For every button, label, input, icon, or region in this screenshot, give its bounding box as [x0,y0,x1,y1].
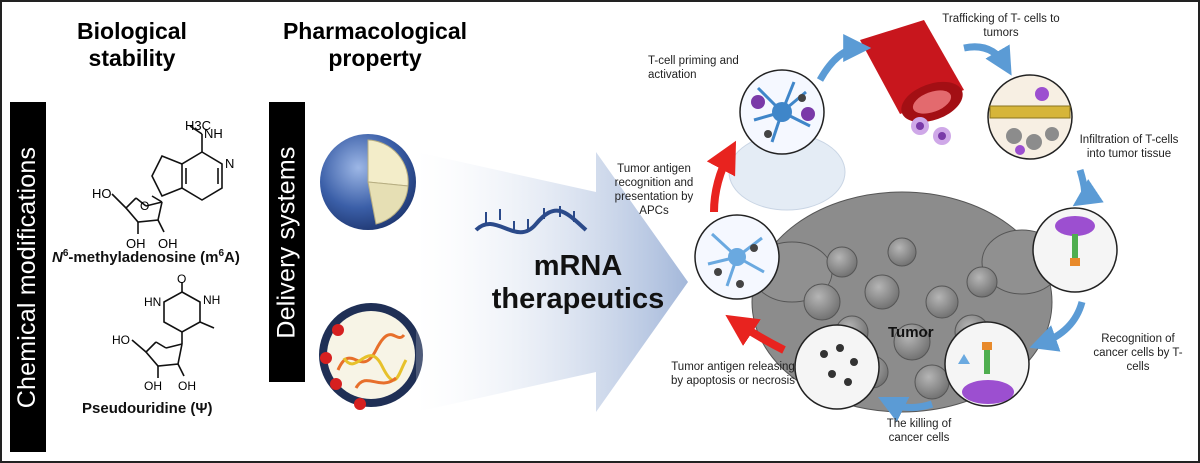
mrna-therapeutics-label: mRNA therapeutics [478,250,678,316]
arrow-recognition-to-killing [877,396,934,423]
m6a-atom-oh2: OH [158,236,178,251]
psi-atom-hn: HN [144,295,161,309]
chemical-modifications-bar: Chemical modifications [10,102,46,452]
killing-circle [794,324,880,410]
arrow-binding-to-recognition [1029,300,1086,352]
m6a-structure: H3C NH N HO O OH OH [92,118,234,251]
m6a-name: N6-methyladenosine (m6A) [52,248,240,266]
caption-trafficking: Trafficking of T- cells to tumors [942,13,1060,39]
psi-atom-oh1: OH [144,379,162,392]
mrna-therapeutics-arrow [416,152,688,412]
m6a-atom-n: N [225,156,234,171]
arrow-priming-to-trafficking [816,34,872,82]
mrna-label: mRNA [533,250,623,282]
heading-biological-stability: Biological stability [77,18,187,71]
arrow-infiltration-to-binding [1072,168,1104,207]
arrow-presentation-to-priming [706,140,737,213]
caption-infiltration: Infiltration of T-cells into tumor tissu… [1079,134,1179,160]
m6a-atom-o: O [140,199,149,213]
heading-pharmacological-property: Pharmacological property [282,18,468,71]
m6a-atom-methyl: H3C [185,118,211,133]
psi-atom-nh: NH [203,293,220,307]
delivery-systems-label: Delivery systems [272,145,301,339]
pseudouridine-structure: O HN NH HO OH OH [112,274,220,392]
therapeutics-label: therapeutics [491,283,665,315]
pseudouridine-name: Pseudouridine (Ψ) [82,400,213,417]
cancer-immunity-cycle: Tumor [694,20,1118,423]
psi-atom-o: O [177,274,186,286]
delivery-systems-bar: Delivery systems [269,102,305,382]
m6a-atom-nh: NH [204,126,223,141]
caption-recognition-cancer: Recognition of cancer cells by T- cells [1093,333,1183,373]
m6a-atom-ho: HO [92,186,112,201]
arrow-trafficking-to-infiltration [963,43,1012,76]
chemical-modifications-label: Chemical modifications [13,146,42,408]
caption-priming: T-cell priming and activation [648,55,739,81]
lipid-nanoparticle-icon [320,134,416,230]
tumor-label: Tumor [888,324,934,341]
blood-vessel-icon [860,20,964,145]
psi-atom-oh2: OH [178,379,196,392]
arrow-killing-to-release [725,314,786,354]
psi-atom-ho: HO [112,333,130,347]
liposome-icon [319,303,423,410]
m6a-atom-oh1: OH [126,236,146,251]
caption-releasing: Tumor antigen releasing by apoptosis or … [670,361,795,387]
caption-presentation: Tumor antigen recognition and presentati… [614,163,694,217]
caption-killing: The killing of cancer cells [886,418,952,444]
